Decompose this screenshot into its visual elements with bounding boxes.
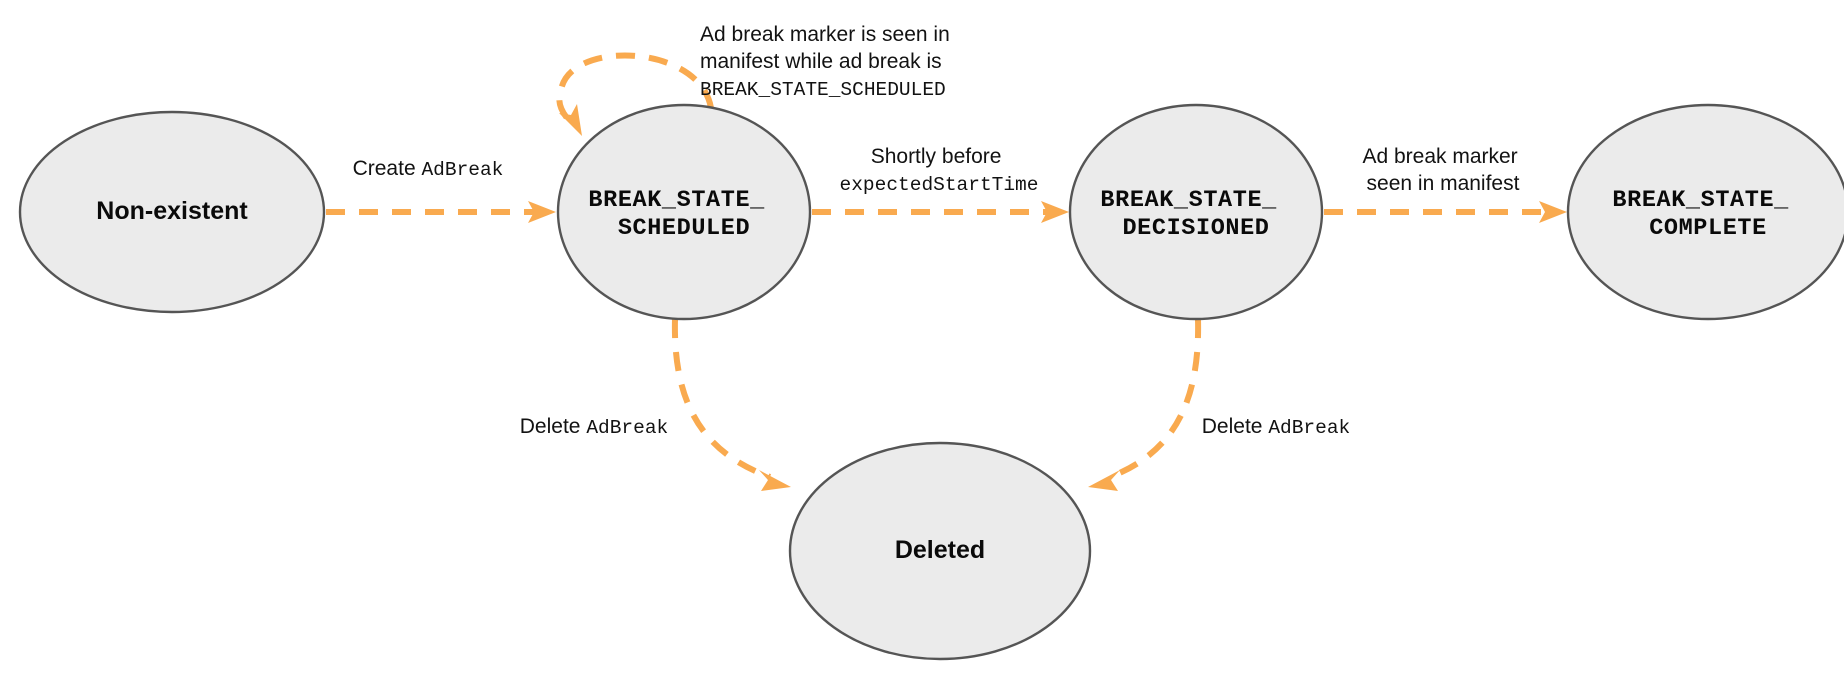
- edge-delete-from-scheduled-label: Delete AdBreak: [520, 415, 668, 439]
- node-non-existent[interactable]: Non-existent: [18, 110, 326, 314]
- edge-delete-from-decisioned-label-part-1: AdBreak: [1268, 417, 1350, 439]
- node-break-state-decisioned[interactable]: BREAK_STATE_ DECISIONED: [1068, 103, 1324, 321]
- edge-scheduled-self-loop-arrowhead: [559, 104, 582, 136]
- edge-create-adbreak[interactable]: Create AdBreak: [326, 157, 556, 223]
- node-break-state-complete[interactable]: BREAK_STATE_ COMPLETE: [1566, 103, 1844, 321]
- edge-marker-seen-label: Ad break marker seen in manifest: [1362, 145, 1523, 195]
- node-deleted-label: Deleted: [895, 536, 985, 564]
- node-break-state-complete-label-line-1: COMPLETE: [1649, 215, 1767, 242]
- node-break-state-complete-shape: [1566, 103, 1844, 321]
- annot-line-1: manifest while ad break is: [700, 50, 942, 73]
- edge-delete-adbreak-from-decisioned[interactable]: Delete AdBreak: [1088, 318, 1350, 491]
- edge-create-adbreak-label-part-1: AdBreak: [421, 159, 503, 181]
- node-break-state-decisioned-label-line-1: DECISIONED: [1122, 215, 1269, 242]
- edge-ad-break-marker-seen-in-manifest[interactable]: Ad break marker seen in manifest: [1324, 145, 1567, 223]
- node-break-state-complete-label: BREAK_STATE_ COMPLETE: [1612, 187, 1803, 242]
- edge-marker-seen-line-0: Ad break marker: [1362, 145, 1517, 168]
- edge-delete-from-decisioned-label: Delete AdBreak: [1202, 415, 1350, 439]
- edge-scheduled-self-loop-line: [556, 52, 714, 127]
- node-deleted[interactable]: Deleted: [788, 441, 1092, 661]
- edge-shortly-before-line-1: expectedStartTime: [840, 174, 1039, 196]
- edge-shortly-before-arrowhead: [1041, 201, 1069, 223]
- edge-shortly-before-expected-start-time[interactable]: Shortly before expectedStartTime: [812, 145, 1069, 223]
- edge-marker-seen-arrowhead: [1539, 201, 1567, 223]
- node-break-state-decisioned-shape: [1068, 103, 1324, 321]
- edge-delete-from-scheduled-label-part-1: AdBreak: [586, 417, 668, 439]
- node-break-state-decisioned-label-line-0: BREAK_STATE_: [1100, 187, 1277, 214]
- node-break-state-scheduled-shape: [556, 103, 812, 321]
- node-break-state-complete-label-line-0: BREAK_STATE_: [1612, 187, 1789, 214]
- node-non-existent-label: Non-existent: [96, 197, 248, 225]
- node-break-state-scheduled-label-line-0: BREAK_STATE_: [588, 187, 765, 214]
- edge-shortly-before-line-0: Shortly before: [871, 145, 1002, 168]
- edge-marker-seen-line-1: seen in manifest: [1367, 172, 1520, 195]
- node-non-existent-label-line-0: Non-existent: [96, 197, 248, 225]
- annot-line-2: BREAK_STATE_SCHEDULED: [700, 79, 946, 101]
- edge-delete-adbreak-from-scheduled[interactable]: Delete AdBreak: [520, 318, 791, 491]
- edge-delete-from-scheduled-arrowhead: [759, 470, 791, 491]
- edge-create-adbreak-label-part-0: Create: [353, 157, 422, 180]
- node-deleted-label-line-0: Deleted: [895, 536, 985, 564]
- node-break-state-scheduled-label-line-1: SCHEDULED: [618, 215, 750, 242]
- edge-delete-from-decisioned-line: [1108, 318, 1202, 480]
- edge-scheduled-self-loop-label: Ad break marker is seen in manifest whil…: [700, 23, 956, 101]
- edge-delete-from-scheduled-line: [671, 318, 772, 480]
- edge-scheduled-self-loop[interactable]: Ad break marker is seen in manifest whil…: [556, 23, 956, 136]
- annot-line-0: Ad break marker is seen in: [700, 23, 950, 46]
- edge-create-adbreak-arrowhead: [528, 201, 556, 223]
- node-non-existent-shape: [18, 110, 326, 314]
- node-break-state-scheduled-label: BREAK_STATE_ SCHEDULED: [588, 187, 779, 242]
- node-break-state-scheduled[interactable]: BREAK_STATE_ SCHEDULED: [556, 103, 812, 321]
- node-deleted-shape: [788, 441, 1092, 661]
- edge-shortly-before-label: Shortly before expectedStartTime: [840, 145, 1039, 196]
- edge-delete-from-decisioned-arrowhead: [1088, 470, 1120, 491]
- node-break-state-decisioned-label: BREAK_STATE_ DECISIONED: [1100, 187, 1291, 242]
- edge-delete-from-scheduled-label-part-0: Delete: [520, 415, 587, 438]
- edge-create-adbreak-label: Create AdBreak: [353, 157, 504, 181]
- edge-delete-from-decisioned-label-part-0: Delete: [1202, 415, 1269, 438]
